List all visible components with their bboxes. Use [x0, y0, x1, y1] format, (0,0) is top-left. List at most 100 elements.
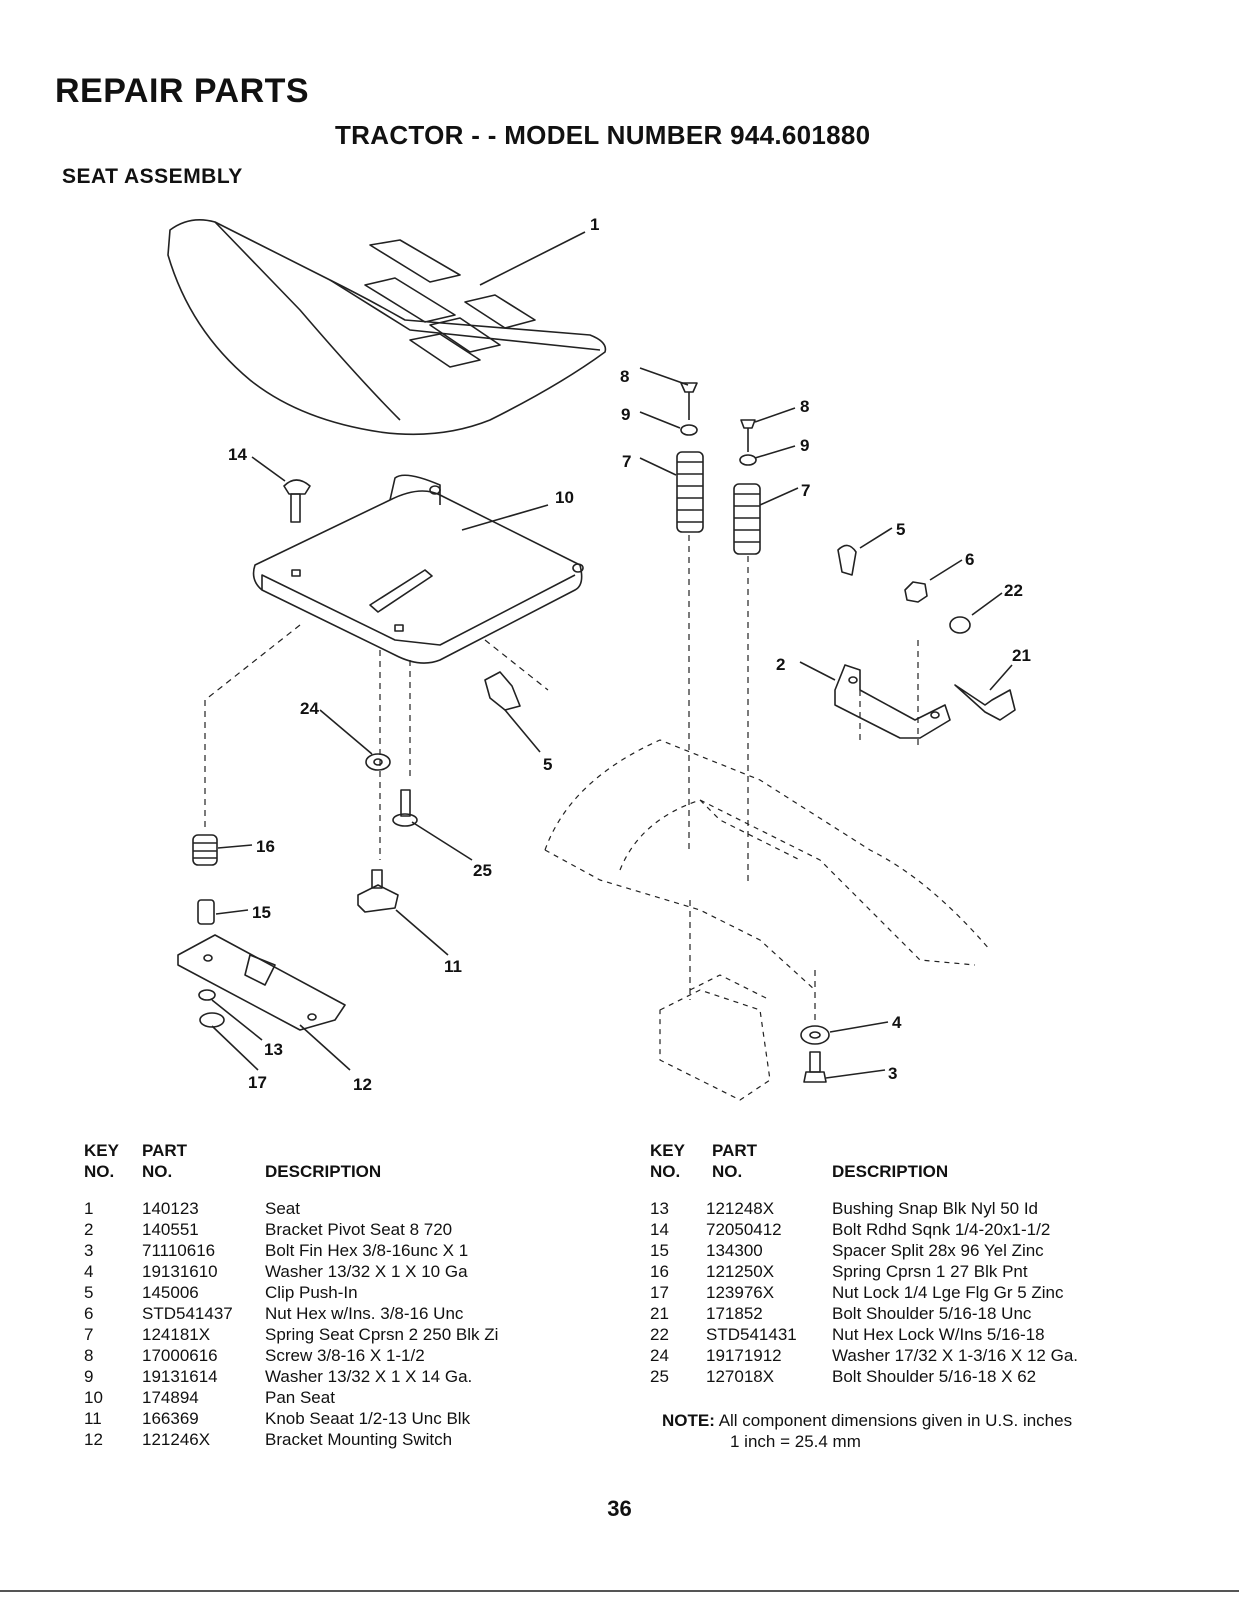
section-heading: SEAT ASSEMBLY	[62, 165, 243, 188]
note-line2: 1 inch = 25.4 mm	[730, 1432, 861, 1451]
part-description: Nut Hex Lock W/Ins 5/16-18	[832, 1325, 1045, 1344]
key-no: 25	[650, 1367, 669, 1386]
callout-9-left: 9	[621, 405, 630, 424]
header-part-line2: NO.	[712, 1162, 743, 1181]
part-no: 134300	[706, 1241, 763, 1260]
part-no: 121250X	[706, 1262, 775, 1281]
tractor-frame-outline	[544, 739, 991, 1101]
part-description: Screw 3/8-16 X 1-1/2	[265, 1346, 425, 1365]
part-description: Spring Cprsn 1 27 Blk Pnt	[832, 1262, 1028, 1281]
part-no: 71110616	[142, 1241, 216, 1260]
callout-5-left: 5	[543, 755, 552, 774]
key-no: 14	[650, 1220, 669, 1239]
key-no: 24	[650, 1346, 669, 1365]
key-no: 1	[84, 1199, 94, 1218]
part-description: Spacer Split 28x 96 Yel Zinc	[832, 1241, 1044, 1260]
key-no: 16	[650, 1262, 669, 1281]
clip-5-left	[484, 671, 541, 753]
key-no: 4	[84, 1262, 94, 1281]
table-row: 14 72050412 Bolt Rdhd Sqnk 1/4-20x1-1/2	[650, 1219, 1210, 1240]
bottom-divider	[0, 1590, 1239, 1592]
note-label: NOTE:	[662, 1411, 715, 1430]
washer-4	[800, 1021, 889, 1045]
part-description: Pan Seat	[265, 1388, 335, 1407]
model-subtitle: TRACTOR - - MODEL NUMBER 944.601880	[335, 120, 871, 150]
part-no: 140551	[142, 1220, 199, 1239]
callout-2: 2	[776, 655, 785, 674]
part-description: Bolt Rdhd Sqnk 1/4-20x1-1/2	[832, 1220, 1051, 1239]
part-no: 123976X	[706, 1283, 775, 1302]
part-no: STD541431	[706, 1325, 797, 1344]
part-description: Bolt Fin Hex 3/8-16unc X 1	[265, 1241, 469, 1260]
callout-8-left: 8	[620, 367, 629, 386]
part-description: Nut Lock 1/4 Lge Flg Gr 5 Zinc	[832, 1283, 1064, 1302]
bolt-25	[392, 789, 473, 861]
part-description: Bolt Shoulder 5/16-18 Unc	[832, 1304, 1032, 1323]
callout-8-right: 8	[800, 397, 809, 416]
key-no: 9	[84, 1367, 94, 1386]
part-description: Bushing Snap Blk Nyl 50 Id	[832, 1199, 1039, 1218]
parts-rows-right: 13 121248X Bushing Snap Blk Nyl 50 Id 14 720…	[650, 1198, 1210, 1387]
part-description: Bolt Shoulder 5/16-18 X 62	[832, 1367, 1037, 1386]
callout-6: 6	[965, 550, 974, 569]
header-part-line2: NO.	[142, 1162, 173, 1181]
callout-16: 16	[256, 837, 275, 856]
clip-5-right	[837, 527, 893, 576]
parts-table-left-header: KEY NO. PART NO. DESCRIPTION	[82, 1140, 602, 1184]
table-row: 16 121250X Spring Cprsn 1 27 Blk Pnt	[650, 1261, 1210, 1282]
part-no: 166369	[142, 1409, 199, 1428]
part-no: 140123	[142, 1199, 199, 1218]
bolt-3	[803, 1051, 886, 1083]
part-no: 19171912	[706, 1346, 782, 1365]
callout-1: 1	[590, 215, 599, 234]
part-no: 121248X	[706, 1199, 775, 1218]
knob-11	[357, 869, 449, 956]
callout-25: 25	[473, 861, 492, 880]
callout-14: 14	[228, 445, 247, 464]
callout-10: 10	[555, 488, 574, 507]
callout-5-right: 5	[896, 520, 905, 539]
spring-16	[192, 834, 253, 866]
header-description: DESCRIPTION	[832, 1162, 949, 1181]
callout-11: 11	[444, 957, 462, 976]
part-no: 171852	[706, 1304, 763, 1323]
callout-24: 24	[300, 699, 319, 718]
bracket-switch-12	[177, 934, 351, 1071]
part-no: 19131610	[142, 1262, 218, 1281]
header-part-line1: PART	[712, 1141, 758, 1160]
table-row: 13 121248X Bushing Snap Blk Nyl 50 Id	[650, 1198, 1210, 1219]
nut-17	[199, 1012, 259, 1071]
callout-4: 4	[892, 1013, 902, 1032]
header-key-line2: NO.	[84, 1162, 115, 1181]
key-no: 13	[650, 1199, 669, 1218]
part-description: Spring Seat Cprsn 2 250 Blk Zi	[265, 1325, 499, 1344]
part-description: Knob Seaat 1/2-13 Unc Blk	[265, 1409, 471, 1428]
part-no: 72050412	[706, 1220, 782, 1239]
table-row: 15 134300 Spacer Split 28x 96 Yel Zinc	[650, 1240, 1210, 1261]
callout-13: 13	[264, 1040, 283, 1059]
seat-assembly-diagram: 1 8 9 8 9 7 7 10 14 5 6 22 21 2 24 5 16 …	[167, 215, 1031, 1101]
callout-9-right: 9	[800, 436, 809, 455]
key-no: 5	[84, 1283, 94, 1302]
part-description: Seat	[265, 1199, 300, 1218]
key-no: 15	[650, 1241, 669, 1260]
key-no: 7	[84, 1325, 94, 1344]
callout-21: 21	[1012, 646, 1031, 665]
parts-table-left: KEY NO. PART NO. DESCRIPTION 1 140123 Seat…	[82, 1140, 602, 1450]
spring-right-7	[733, 407, 799, 555]
callout-12: 12	[353, 1075, 372, 1094]
page-number: 36	[607, 1496, 632, 1521]
